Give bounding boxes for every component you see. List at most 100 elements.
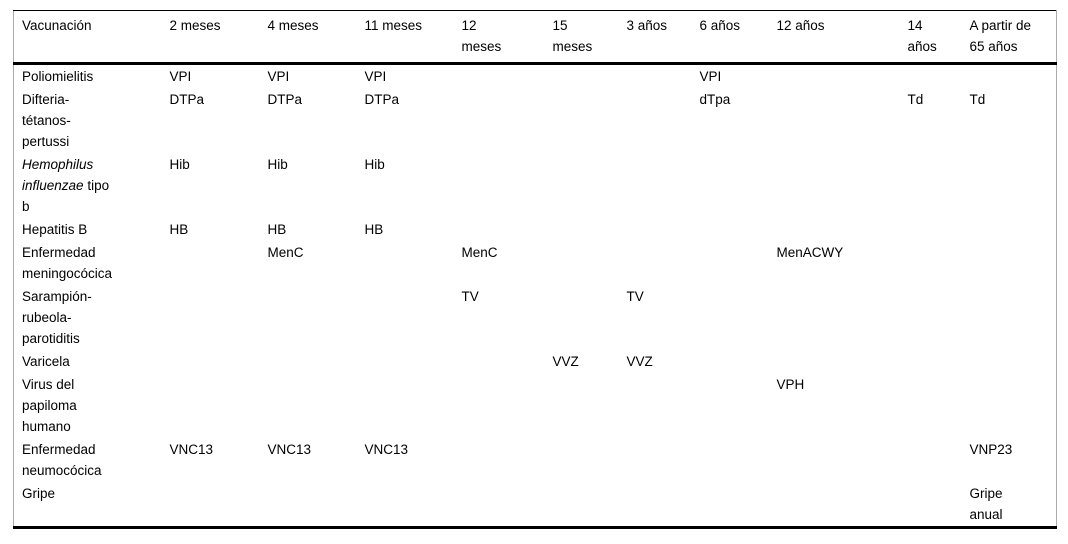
column-header-3-anos: 3 años (626, 18, 668, 33)
cell-poliomielitis-11-meses: VPI (364, 69, 387, 84)
cell-varicela-11-meses (357, 350, 454, 373)
cell-enfermedad-meningococica-3-anos (619, 241, 692, 285)
cell-enfermedad-meningococica-65-anos (962, 241, 1057, 285)
cell-enfermedad-meningococica-14-anos (900, 241, 962, 285)
row-label-hemophilus-influenzae-tipo-b: Hemophilus influenzae tipo b (14, 153, 162, 218)
cell-poliomielitis-12-meses (454, 64, 545, 89)
cell-poliomielitis-2-meses: VPI (169, 69, 192, 84)
cell-gripe-65-anos: Gripe anual (969, 486, 1003, 522)
row-label-enfermedad-meningococica: Enfermedad meningocócica (14, 241, 162, 285)
column-header-14-anos: 14 años (907, 18, 937, 54)
cell-sarampion-rubeola-parotiditis-6-anos (692, 285, 769, 350)
row-label-hepatitis-b: Hepatitis B (14, 218, 162, 241)
column-header-4-meses: 4 meses (267, 18, 319, 33)
cell-gripe-14-anos (900, 482, 962, 528)
cell-difteria-tetanos-pertussi-11-meses: DTPa (364, 92, 400, 107)
cell-enfermedad-neumococica-65-anos: VNP23 (969, 442, 1013, 457)
cell-enfermedad-neumococica-14-anos (900, 438, 962, 482)
cell-virus-del-papiloma-humano-14-anos (900, 373, 962, 438)
cell-virus-del-papiloma-humano-15-meses (545, 373, 619, 438)
cell-poliomielitis-65-anos (962, 64, 1057, 89)
cell-gripe-4-meses (260, 482, 357, 528)
cell-hepatitis-b-15-meses (545, 218, 619, 241)
cell-varicela-12-anos (769, 350, 900, 373)
row-label-segment: Poliomielitis (22, 69, 94, 84)
cell-sarampion-rubeola-parotiditis-12-meses: TV (461, 289, 479, 304)
cell-sarampion-rubeola-parotiditis-11-meses (357, 285, 454, 350)
cell-gripe-11-meses (357, 482, 454, 528)
cell-difteria-tetanos-pertussi-6-anos: dTpa (699, 92, 731, 107)
cell-hemophilus-influenzae-tipo-b-65-anos (962, 153, 1057, 218)
column-header-11-meses: 11 meses (364, 18, 423, 33)
column-header-vacunacion: Vacunación (22, 18, 92, 33)
cell-enfermedad-meningococica-2-meses (162, 241, 260, 285)
cell-sarampion-rubeola-parotiditis-4-meses (260, 285, 357, 350)
cell-varicela-12-meses (454, 350, 545, 373)
cell-hemophilus-influenzae-tipo-b-15-meses (545, 153, 619, 218)
row-label-segment: Hepatitis B (22, 222, 88, 237)
cell-varicela-14-anos (900, 350, 962, 373)
cell-virus-del-papiloma-humano-2-meses (162, 373, 260, 438)
row-label-segment: Sarampión- rubeola- parotiditis (22, 289, 92, 346)
cell-hepatitis-b-12-meses (454, 218, 545, 241)
column-header-65-anos: A partir de 65 años (969, 18, 1032, 54)
cell-hemophilus-influenzae-tipo-b-3-anos (619, 153, 692, 218)
row-label-segment: Enfermedad meningocócica (22, 245, 113, 281)
cell-enfermedad-neumococica-6-anos (692, 438, 769, 482)
row-label-difteria-tetanos-pertussi: Difteria- tétanos- pertussi (14, 88, 162, 153)
cell-poliomielitis-3-anos (619, 64, 692, 89)
cell-varicela-65-anos (962, 350, 1057, 373)
cell-gripe-3-anos (619, 482, 692, 528)
table-row-poliomielitis: Poliomielitis VPI VPI VPI VPI (14, 64, 1057, 89)
cell-sarampion-rubeola-parotiditis-14-anos (900, 285, 962, 350)
column-header-6-anos: 6 años (699, 18, 741, 33)
table-row-gripe: Gripe Gripe anual (14, 482, 1057, 528)
row-label-segment: Gripe (22, 486, 56, 501)
row-label-segment: Virus del papiloma humano (22, 377, 77, 434)
cell-enfermedad-neumococica-2-meses: VNC13 (169, 442, 214, 457)
cell-hemophilus-influenzae-tipo-b-12-anos (769, 153, 900, 218)
cell-enfermedad-meningococica-4-meses: MenC (267, 245, 304, 260)
cell-poliomielitis-14-anos (900, 64, 962, 89)
cell-enfermedad-meningococica-12-meses: MenC (461, 245, 498, 260)
cell-sarampion-rubeola-parotiditis-65-anos (962, 285, 1057, 350)
cell-virus-del-papiloma-humano-3-anos (619, 373, 692, 438)
row-label-poliomielitis: Poliomielitis (14, 64, 162, 89)
cell-hepatitis-b-6-anos (692, 218, 769, 241)
cell-poliomielitis-6-anos: VPI (699, 69, 722, 84)
cell-gripe-12-anos (769, 482, 900, 528)
column-header-12-anos: 12 años (776, 18, 825, 33)
cell-virus-del-papiloma-humano-6-anos (692, 373, 769, 438)
cell-gripe-12-meses (454, 482, 545, 528)
cell-hemophilus-influenzae-tipo-b-11-meses: Hib (364, 157, 385, 172)
cell-enfermedad-neumococica-4-meses: VNC13 (267, 442, 312, 457)
cell-hemophilus-influenzae-tipo-b-6-anos (692, 153, 769, 218)
cell-virus-del-papiloma-humano-65-anos (962, 373, 1057, 438)
cell-hepatitis-b-14-anos (900, 218, 962, 241)
cell-difteria-tetanos-pertussi-12-anos (769, 88, 900, 153)
row-label-segment: Varicela (22, 354, 70, 369)
row-label-enfermedad-neumococica: Enfermedad neumocócica (14, 438, 162, 482)
cell-difteria-tetanos-pertussi-2-meses: DTPa (169, 92, 205, 107)
row-label-segment: Enfermedad neumocócica (22, 442, 102, 478)
cell-varicela-4-meses (260, 350, 357, 373)
cell-enfermedad-meningococica-11-meses (357, 241, 454, 285)
cell-difteria-tetanos-pertussi-4-meses: DTPa (267, 92, 303, 107)
cell-poliomielitis-12-anos (769, 64, 900, 89)
column-header-12-meses: 12 meses (461, 18, 502, 54)
column-header-15-meses: 15 meses (552, 18, 593, 54)
cell-hepatitis-b-12-anos (769, 218, 900, 241)
cell-poliomielitis-4-meses: VPI (267, 69, 290, 84)
row-label-segment: tipo b (22, 178, 110, 214)
cell-hemophilus-influenzae-tipo-b-4-meses: Hib (267, 157, 288, 172)
table-body: Poliomielitis VPI VPI VPI VPI Difteria- tétan… (14, 64, 1057, 528)
